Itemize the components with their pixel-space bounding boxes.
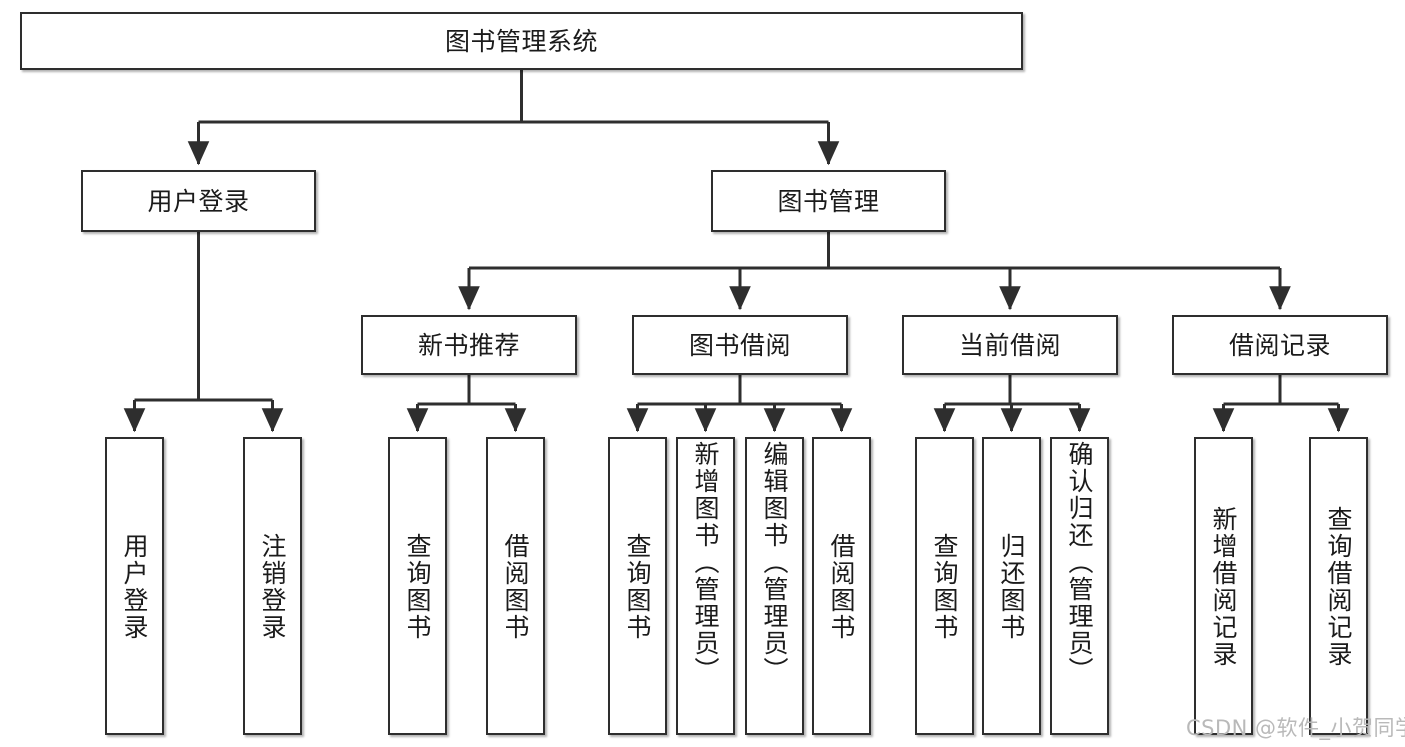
leaf-current-return-book[interactable]: 归还图书 — [982, 437, 1041, 735]
node-user-login[interactable]: 用户登录 — [81, 170, 316, 232]
node-book-borrow-label: 图书借阅 — [688, 330, 791, 360]
leaf-borrow-add-book-label: 新增图书（管理员） — [691, 441, 720, 684]
leaf-user-login-signin-label: 用户登录 — [120, 533, 149, 641]
leaf-user-login-signout[interactable]: 注销登录 — [243, 437, 302, 735]
node-new-book-recommend-label: 新书推荐 — [417, 330, 520, 360]
leaf-current-query-book[interactable]: 查询图书 — [915, 437, 974, 735]
leaf-current-query-book-label: 查询图书 — [930, 533, 959, 641]
node-book-borrow[interactable]: 图书借阅 — [632, 315, 848, 375]
leaf-borrow-query-book-label: 查询图书 — [623, 533, 652, 641]
leaf-borrow-borrow-book[interactable]: 借阅图书 — [812, 437, 871, 735]
leaf-borrow-query-book[interactable]: 查询图书 — [608, 437, 667, 735]
leaf-current-return-book-label: 归还图书 — [997, 533, 1026, 641]
leaf-recommend-borrow-book[interactable]: 借阅图书 — [486, 437, 545, 735]
leaf-record-add-record[interactable]: 新增借阅记录 — [1194, 437, 1253, 735]
node-new-book-recommend[interactable]: 新书推荐 — [361, 315, 577, 375]
node-current-borrow[interactable]: 当前借阅 — [902, 315, 1118, 375]
node-user-login-label: 用户登录 — [147, 186, 250, 216]
leaf-user-login-signin[interactable]: 用户登录 — [105, 437, 164, 735]
leaf-record-query-record[interactable]: 查询借阅记录 — [1309, 437, 1368, 735]
node-root-label: 图书管理系统 — [444, 26, 598, 56]
leaf-borrow-borrow-book-label: 借阅图书 — [827, 533, 856, 641]
csdn-watermark: CSDN @软件_小贺同学 — [1186, 716, 1405, 740]
leaf-recommend-query-book-label: 查询图书 — [403, 533, 432, 641]
leaf-user-login-signout-label: 注销登录 — [258, 533, 287, 641]
leaf-record-add-record-label: 新增借阅记录 — [1209, 506, 1238, 668]
node-book-management-label: 图书管理 — [777, 186, 880, 216]
node-root[interactable]: 图书管理系统 — [20, 12, 1023, 70]
leaf-recommend-borrow-book-label: 借阅图书 — [501, 533, 530, 641]
leaf-record-query-record-label: 查询借阅记录 — [1324, 506, 1353, 668]
leaf-recommend-query-book[interactable]: 查询图书 — [388, 437, 447, 735]
leaf-borrow-edit-book[interactable]: 编辑图书（管理员） — [745, 437, 804, 735]
leaf-borrow-edit-book-label: 编辑图书（管理员） — [760, 441, 789, 684]
node-borrow-record[interactable]: 借阅记录 — [1172, 315, 1388, 375]
leaf-borrow-add-book[interactable]: 新增图书（管理员） — [676, 437, 735, 735]
leaf-current-confirm-return-label: 确认归还（管理员） — [1065, 441, 1094, 684]
node-borrow-record-label: 借阅记录 — [1228, 330, 1331, 360]
node-book-management[interactable]: 图书管理 — [711, 170, 946, 232]
leaf-current-confirm-return[interactable]: 确认归还（管理员） — [1050, 437, 1109, 735]
node-current-borrow-label: 当前借阅 — [958, 330, 1061, 360]
